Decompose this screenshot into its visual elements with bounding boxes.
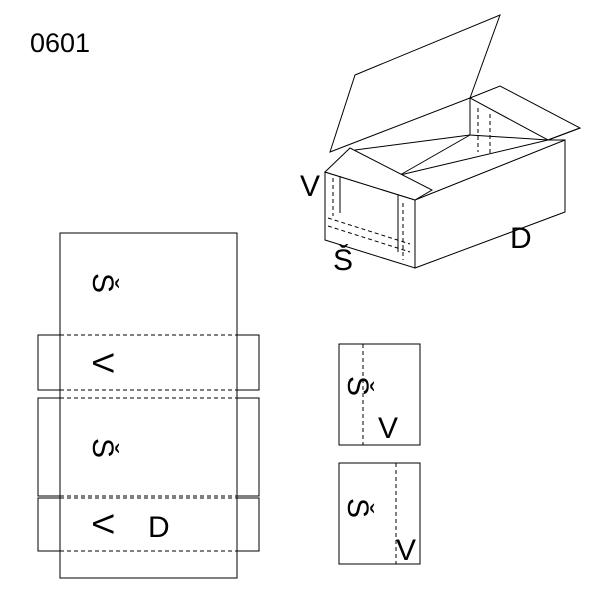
blank-label-height-1: V xyxy=(86,353,119,373)
flap-right-1 xyxy=(236,334,260,391)
box-label-width: Š xyxy=(333,243,353,277)
flap-right-3 xyxy=(236,497,260,552)
end1-label-width: Š xyxy=(341,376,375,396)
flap-left-2 xyxy=(37,397,61,497)
box-lid xyxy=(329,14,501,153)
flap-right-2 xyxy=(236,397,260,497)
blank-layout: Š V Š V D xyxy=(37,232,260,579)
blank-label-height-2: V xyxy=(86,514,119,534)
end2-label-width: Š xyxy=(341,498,375,518)
box-label-height: V xyxy=(300,170,320,203)
end2-label-height: V xyxy=(396,534,416,567)
flap-left-1 xyxy=(37,334,61,391)
end-panel-1: Š V xyxy=(338,343,421,446)
style-code: 0601 xyxy=(30,28,90,58)
box-label-length: D xyxy=(510,222,532,255)
blank-label-length: D xyxy=(148,511,170,544)
box-right-flap xyxy=(468,85,582,141)
box-front-flap xyxy=(324,147,434,201)
box-3d: V Š D xyxy=(300,14,582,277)
end1-label-height: V xyxy=(378,412,398,445)
end-panel-2: Š V xyxy=(338,462,421,567)
blank-label-width-2: Š xyxy=(86,438,120,458)
flap-left-3 xyxy=(37,497,61,552)
blank-label-width-1: Š xyxy=(86,273,120,293)
box-front-side xyxy=(414,139,566,269)
